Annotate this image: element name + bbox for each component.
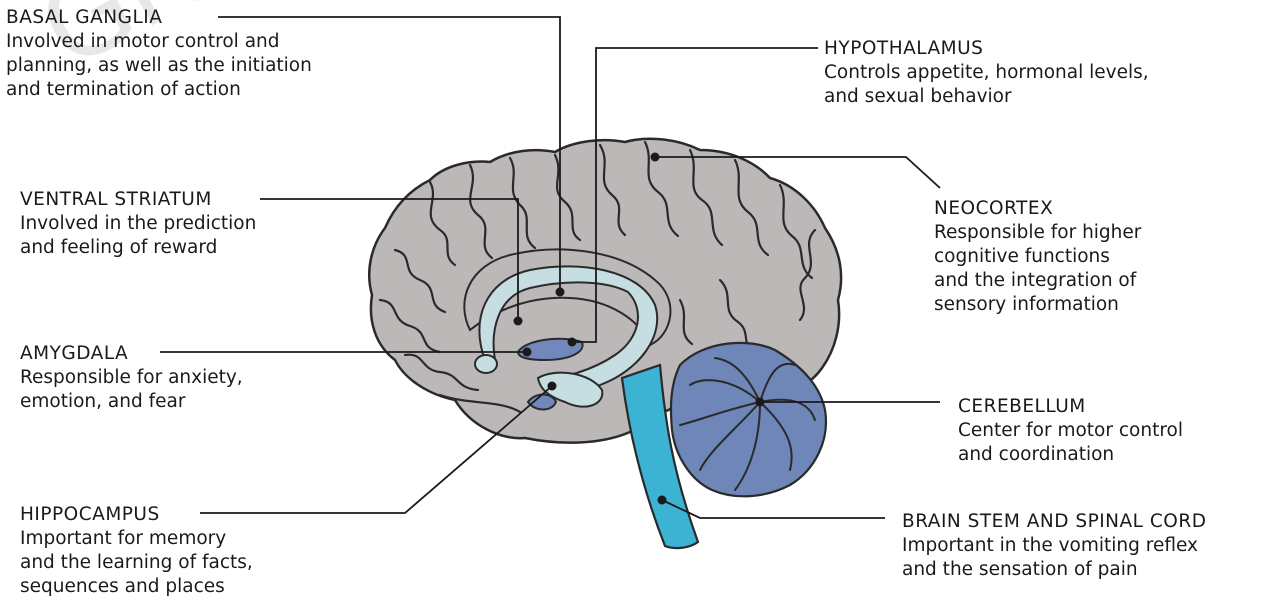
label-basal-ganglia: BASAL GANGLIA Involved in motor control … <box>6 6 312 102</box>
ventral-striatum-title: VENTRAL STRIATUM <box>20 188 256 212</box>
label-ventral-striatum: VENTRAL STRIATUM Involved in the predict… <box>20 188 256 260</box>
basal-ganglia-desc: Involved in motor control and planning, … <box>6 30 312 102</box>
hippocampus-desc: Important for memory and the learning of… <box>20 527 253 599</box>
ventral-striatum-desc: Involved in the prediction and feeling o… <box>20 212 256 260</box>
cerebellum-desc: Center for motor control and coordinatio… <box>958 419 1183 467</box>
label-hypothalamus: HYPOTHALAMUS Controls appetite, hormonal… <box>824 37 1149 109</box>
dot-cerebellum <box>756 398 765 407</box>
label-brain-stem: BRAIN STEM AND SPINAL CORD Important in … <box>902 510 1206 582</box>
dot-hypothalamus <box>568 338 577 347</box>
hippocampus-title: HIPPOCAMPUS <box>20 503 253 527</box>
dot-basal-ganglia <box>556 288 565 297</box>
label-cerebellum: CEREBELLUM Center for motor control and … <box>958 395 1183 467</box>
brain-stem-desc: Important in the vomiting reflex and the… <box>902 534 1206 582</box>
cerebellum-title: CEREBELLUM <box>958 395 1183 419</box>
amygdala-desc: Responsible for anxiety, emotion, and fe… <box>20 366 243 414</box>
label-hippocampus: HIPPOCAMPUS Important for memory and the… <box>20 503 253 599</box>
hypothalamus-title: HYPOTHALAMUS <box>824 37 1149 61</box>
dot-ventral-striatum <box>514 317 523 326</box>
amygdala-title: AMYGDALA <box>20 342 243 366</box>
basal-ganglia-title: BASAL GANGLIA <box>6 6 312 30</box>
dot-amygdala <box>523 348 532 357</box>
label-amygdala: AMYGDALA Responsible for anxiety, emotio… <box>20 342 243 414</box>
dot-hippocampus <box>548 382 557 391</box>
dot-neocortex <box>651 153 660 162</box>
label-neocortex: NEOCORTEX Responsible for higher cogniti… <box>934 197 1141 317</box>
neocortex-title: NEOCORTEX <box>934 197 1141 221</box>
neocortex-desc: Responsible for higher cognitive functio… <box>934 221 1141 317</box>
leader-brainstem <box>662 500 885 518</box>
hypothalamus-desc: Controls appetite, hormonal levels, and … <box>824 61 1149 109</box>
dot-brainstem <box>658 496 667 505</box>
brain-stem-title: BRAIN STEM AND SPINAL CORD <box>902 510 1206 534</box>
limbic-bulb <box>475 355 497 373</box>
